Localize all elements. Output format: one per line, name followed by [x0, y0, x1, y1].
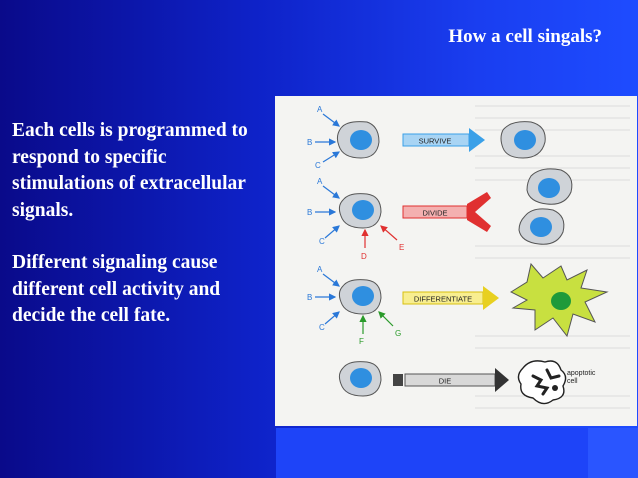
svg-text:E: E — [399, 243, 404, 252]
label-survive: SURVIVE — [419, 137, 452, 146]
body-text: Each cells is programmed to respond to s… — [12, 118, 267, 356]
corner-block — [588, 428, 638, 478]
svg-text:C: C — [319, 323, 325, 332]
svg-text:A: A — [317, 105, 323, 114]
apoptotic-label-line1: apoptotic — [567, 370, 596, 377]
cell-signaling-figure: A B C SURVIVE A B C D E — [275, 96, 637, 426]
svg-text:C: C — [315, 161, 321, 170]
svg-text:A: A — [317, 265, 323, 274]
apoptotic-label-line2: cell — [567, 378, 578, 385]
figure-svg: A B C SURVIVE A B C D E — [307, 105, 630, 409]
label-die: DIE — [439, 377, 452, 386]
slide-title: How a cell singals? — [448, 26, 602, 47]
label-divide: DIVIDE — [422, 209, 447, 218]
row-survive: A B C SURVIVE — [307, 105, 546, 170]
svg-text:D: D — [361, 252, 367, 261]
svg-text:F: F — [359, 337, 364, 346]
svg-text:B: B — [307, 208, 312, 217]
bottom-bar — [276, 428, 588, 478]
row-differentiate: A B C F G DIFFERENTIATE — [307, 262, 609, 346]
svg-text:C: C — [319, 237, 325, 246]
paragraph-2: Different signaling cause different cell… — [12, 252, 221, 326]
row-die: DIE apoptotic cell — [338, 360, 596, 405]
svg-text:G: G — [395, 329, 401, 338]
svg-text:B: B — [307, 138, 312, 147]
svg-text:A: A — [317, 177, 323, 186]
paragraph-1: Each cells is programmed to respond to s… — [12, 120, 248, 221]
row-divide: A B C D E DIVIDE — [307, 168, 573, 261]
svg-text:B: B — [307, 293, 312, 302]
label-differentiate: DIFFERENTIATE — [414, 295, 472, 304]
